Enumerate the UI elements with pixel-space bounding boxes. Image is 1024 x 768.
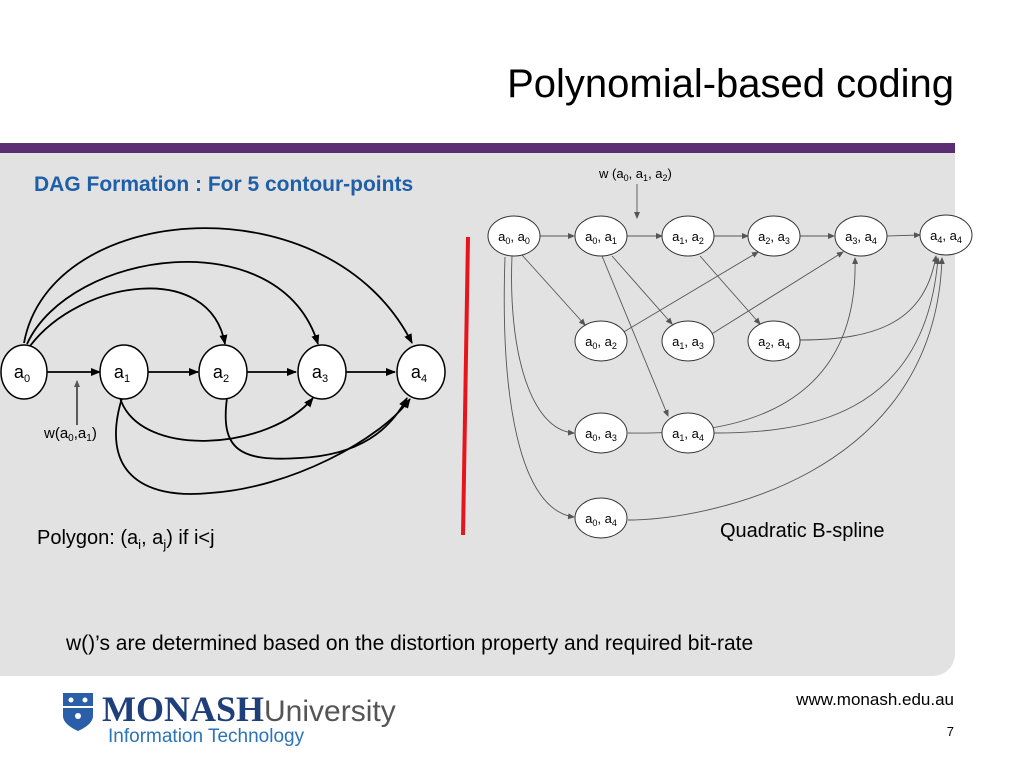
footer-url: www.monash.edu.au — [796, 690, 954, 709]
edge-a1-a3 — [119, 397, 314, 442]
page-number: 7 — [946, 724, 954, 739]
edge-a0-a2 — [29, 287, 228, 347]
edge-00-03 — [511, 255, 575, 436]
node-a0-a4 — [574, 497, 628, 539]
edge-a2-a4 — [224, 397, 408, 460]
edge-a0-a4 — [23, 227, 413, 344]
polygon-label: Polygon: (ai, aj) if i<j — [37, 527, 215, 552]
node-a1-a2 — [661, 215, 715, 257]
left-weight-label: w(a0,a1) — [43, 425, 97, 444]
dag-subtitle: DAG Formation : For 5 contour-points — [34, 173, 414, 196]
node-a3-label: a3 — [312, 362, 328, 385]
node-a4-label: a4 — [411, 362, 427, 385]
edge-03-34 — [627, 257, 859, 434]
edge-13-34 — [709, 251, 844, 336]
node-a1 — [99, 344, 149, 400]
slide-title: Polynomial-based coding — [507, 62, 954, 106]
node-a0-label: a0 — [14, 362, 30, 385]
edge-04-44 — [627, 257, 945, 521]
logo-subtitle: Information Technology — [108, 726, 305, 747]
edge-a1-a4 — [115, 397, 411, 495]
node-a0-a3 — [574, 412, 628, 454]
node-a4 — [396, 344, 446, 400]
node-a1-label: a1 — [114, 362, 130, 385]
node-a0-a1 — [574, 215, 628, 257]
node-a3-a4 — [834, 215, 888, 257]
node-a2-a3 — [747, 215, 801, 257]
node-a0-a2 — [574, 320, 628, 362]
edge-14-44 — [712, 257, 941, 434]
edge-02-23 — [621, 251, 759, 334]
edge-00-04 — [503, 256, 575, 520]
node-a2-label: a2 — [213, 362, 229, 385]
weights-note: w()’s are determined based on the distor… — [66, 632, 754, 655]
node-a0-a0 — [487, 215, 541, 257]
edge-24-44 — [799, 255, 938, 341]
right-weight-label: w (a0, a1, a2) — [598, 166, 672, 183]
node-a4-a4 — [919, 214, 973, 256]
edge-34-44 — [886, 232, 921, 239]
node-a1-a3 — [661, 320, 715, 362]
accent-band — [0, 143, 955, 153]
divider-line — [461, 236, 470, 536]
node-a1-a4 — [661, 412, 715, 454]
edge-12-24 — [699, 255, 761, 325]
shield-icon — [63, 693, 93, 731]
edge-01-13 — [611, 255, 673, 325]
node-a0 — [0, 344, 48, 400]
edge-00-02 — [521, 254, 586, 326]
node-a2 — [198, 344, 248, 400]
spline-label: Quadratic B-spline — [720, 520, 885, 542]
edge-01-14 — [601, 255, 669, 417]
node-a3 — [297, 344, 347, 400]
edge-a0-a3 — [26, 261, 320, 345]
node-a2-a4 — [747, 320, 801, 362]
logo-wordmark: MONASHUniversity — [102, 689, 396, 729]
